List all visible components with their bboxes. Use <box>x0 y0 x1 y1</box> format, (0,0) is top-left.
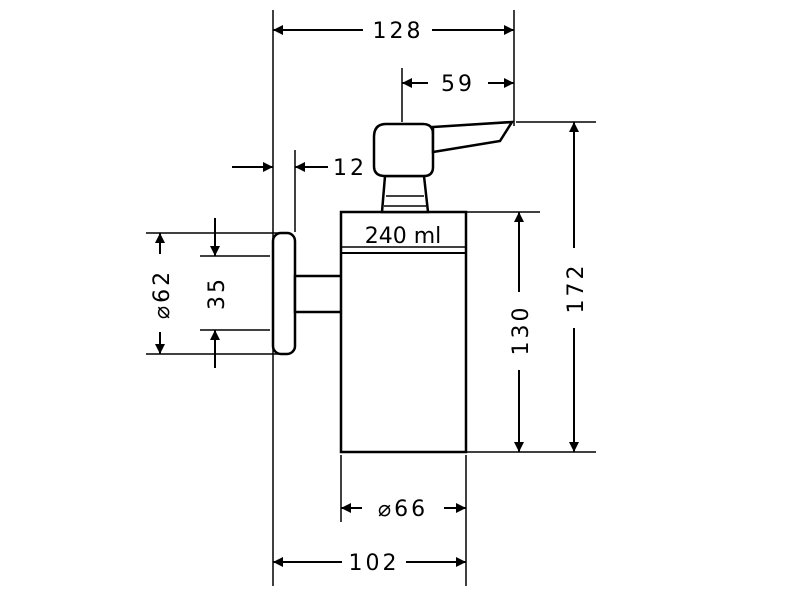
capacity-label: 240 ml <box>365 224 442 249</box>
dimension-130: 130 <box>509 212 534 452</box>
dim-total-height: 172 <box>564 263 589 314</box>
dim-rosette-depth: 12 <box>333 156 367 181</box>
dim-rosette-spacing: 35 <box>205 276 230 310</box>
dimension-dia-66: ⌀66 <box>341 497 466 522</box>
dimension-172: 172 <box>564 122 589 452</box>
soap-container <box>339 210 468 454</box>
dimension-102: 102 <box>273 551 466 576</box>
pump-head <box>372 120 515 214</box>
dimension-59: 59 <box>402 72 514 97</box>
dim-projection: 102 <box>349 551 400 576</box>
dim-rosette-diameter: ⌀62 <box>150 269 175 319</box>
dim-lever-reach: 59 <box>441 72 475 97</box>
wall-rosette <box>271 231 297 356</box>
dimension-12: 12 <box>232 156 367 181</box>
dimension-dia-62: ⌀62 <box>150 233 175 354</box>
dimension-128: 128 <box>273 19 514 44</box>
holder-arm <box>293 274 345 314</box>
dim-container-height: 130 <box>509 305 534 356</box>
dim-overall-width: 128 <box>373 19 424 44</box>
dim-container-diameter: ⌀66 <box>378 497 428 522</box>
dimension-35: 35 <box>205 218 230 368</box>
pump-cap <box>372 122 435 178</box>
extension-lines <box>146 10 596 586</box>
pump-lever <box>431 120 515 154</box>
